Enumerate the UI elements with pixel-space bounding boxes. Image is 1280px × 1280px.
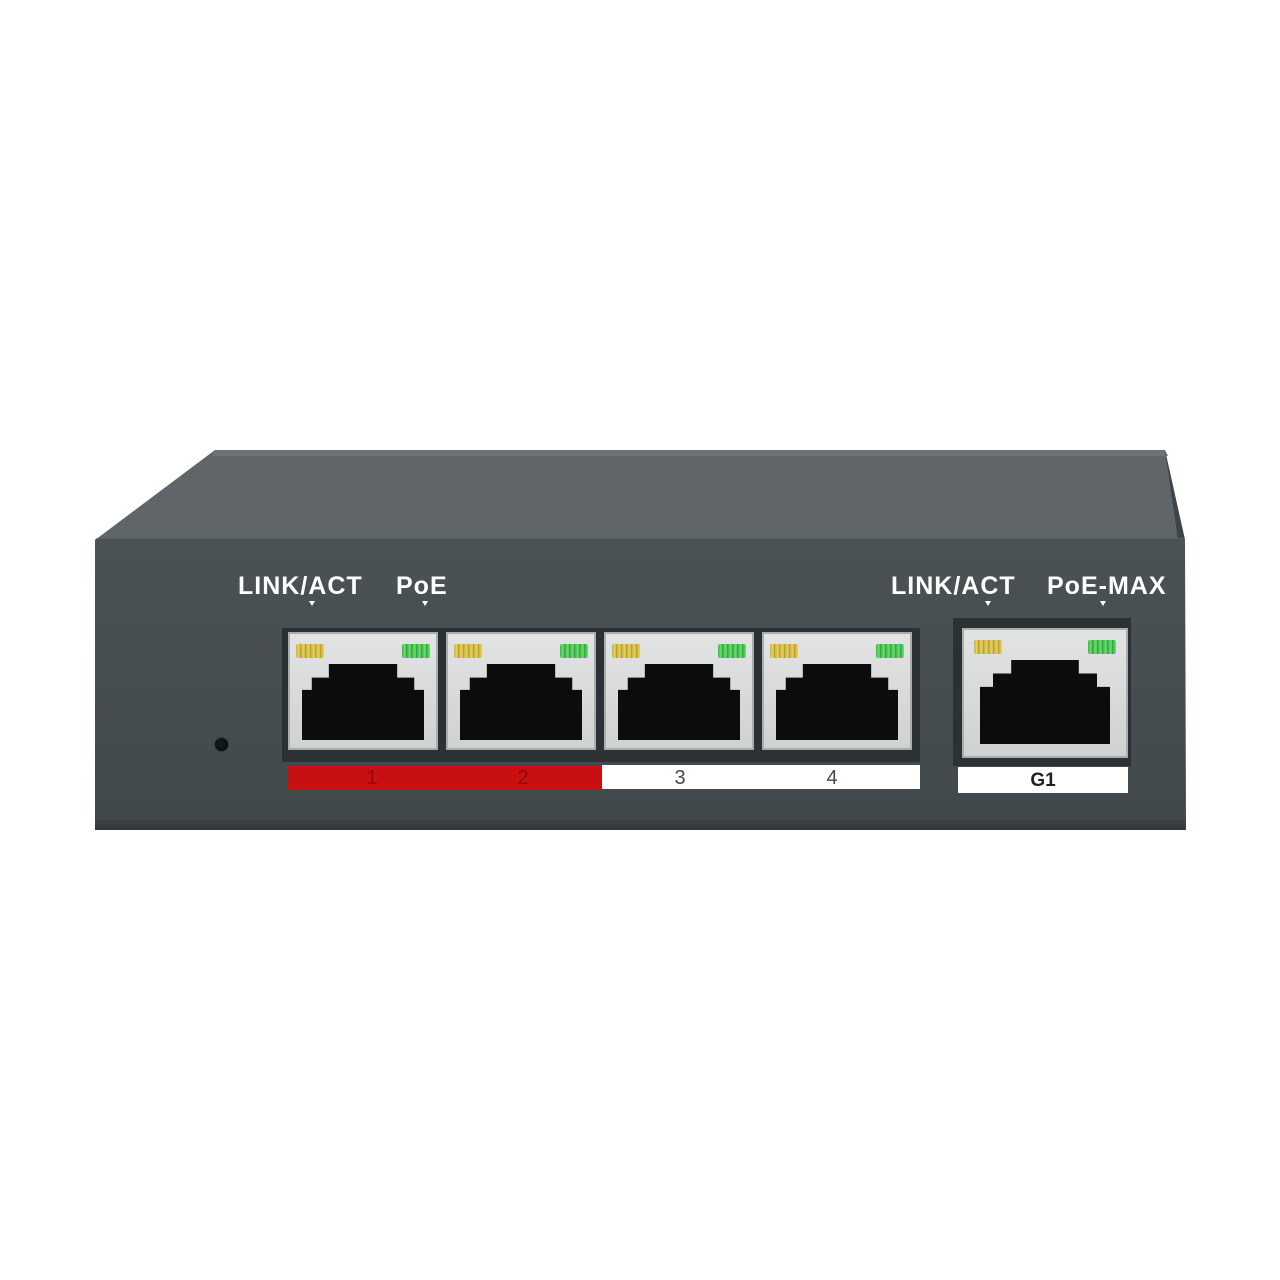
ethernet-port-2[interactable]: [446, 632, 596, 750]
rj45-socket-icon: [302, 664, 424, 740]
poe-led-icon: [402, 644, 430, 658]
port-number-4: 4: [826, 767, 838, 789]
poe-led-icon: [1088, 640, 1116, 654]
arrow-indicator-icon: [309, 601, 315, 606]
ethernet-port-1[interactable]: [288, 632, 438, 750]
rj45-socket-icon: [980, 660, 1110, 744]
poe-led-icon: [876, 644, 904, 658]
ethernet-port-g1[interactable]: [962, 628, 1128, 758]
rj45-socket-icon: [776, 664, 898, 740]
port-number-strip-highlight: [288, 765, 602, 789]
arrow-indicator-icon: [1100, 601, 1106, 606]
link-led-icon: [612, 644, 640, 658]
link-led-icon: [974, 640, 1002, 654]
label-link-act-left: LINK/ACT: [238, 572, 363, 600]
rj45-socket-icon: [460, 664, 582, 740]
poe-led-icon: [560, 644, 588, 658]
arrow-indicator-icon: [985, 601, 991, 606]
rj45-socket-icon: [618, 664, 740, 740]
ethernet-port-4[interactable]: [762, 632, 912, 750]
link-led-icon: [770, 644, 798, 658]
link-led-icon: [454, 644, 482, 658]
reset-pinhole[interactable]: [215, 738, 228, 751]
label-link-act-right: LINK/ACT: [891, 572, 1016, 600]
link-led-icon: [296, 644, 324, 658]
port-number-3: 3: [674, 767, 686, 789]
uplink-port-label: G1: [958, 767, 1128, 793]
label-poe: PoE: [396, 572, 448, 600]
port-number-1: 1: [366, 767, 378, 789]
poe-led-icon: [718, 644, 746, 658]
label-poe-max: PoE-MAX: [1047, 572, 1167, 600]
port-number-2: 2: [517, 767, 529, 789]
switch-bottom-edge: [95, 820, 1185, 830]
arrow-indicator-icon: [422, 601, 428, 606]
ethernet-port-3[interactable]: [604, 632, 754, 750]
